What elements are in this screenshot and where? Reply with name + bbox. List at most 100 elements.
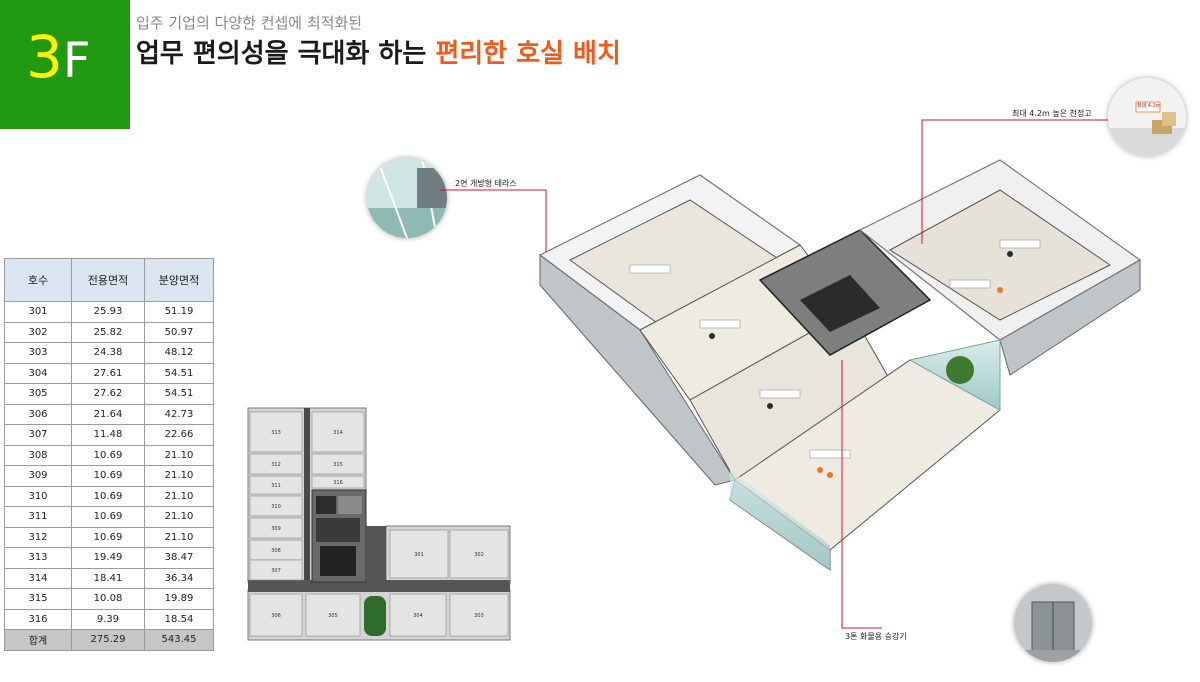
cell-total-label: 합계: [4, 629, 72, 651]
floor-plan-room: [389, 529, 449, 579]
cell-total-sale-area: 543.45: [144, 629, 214, 651]
cell-exclusive-area: 10.69: [71, 526, 145, 548]
cell-exclusive-area: 9.39: [71, 608, 145, 630]
cell-unit: 313: [4, 547, 72, 569]
cell-unit: 302: [4, 321, 72, 343]
floor-label: 3F: [26, 22, 91, 96]
ceiling-callout-label: 최대 4.2m 높은 천정고: [1012, 109, 1092, 118]
cell-sale-area: 38.47: [144, 547, 214, 569]
cell-unit: 305: [4, 383, 72, 405]
floor-plan-room-label: 311: [271, 483, 281, 489]
cell-unit: 315: [4, 588, 72, 610]
cell-unit: 312: [4, 526, 72, 548]
cell-exclusive-area: 24.38: [71, 342, 145, 364]
floor-plan-room-label: 307: [271, 568, 281, 574]
floor-plan-room-label: 316: [333, 480, 343, 486]
floor-plan-room: [311, 411, 365, 453]
cell-exclusive-area: 10.69: [71, 506, 145, 528]
cell-unit: 309: [4, 465, 72, 487]
cell-sale-area: 51.19: [144, 301, 214, 323]
cell-exclusive-area: 18.41: [71, 567, 145, 589]
floor-plan-room-label: 303: [474, 613, 484, 619]
terrace-photo: [367, 158, 447, 238]
terrace-callout-label: 2면 개방형 테라스: [455, 179, 517, 188]
cell-exclusive-area: 10.69: [71, 465, 145, 487]
floor-letter: F: [62, 33, 91, 89]
floor-plan-room: [449, 593, 509, 637]
cell-sale-area: 36.34: [144, 567, 214, 589]
cell-sale-area: 19.89: [144, 588, 214, 610]
cell-sale-area: 21.10: [144, 526, 214, 548]
floor-plan-room: [389, 593, 447, 637]
cell-unit: 307: [4, 424, 72, 446]
floor-plan-room-label: 308: [271, 548, 281, 554]
cell-unit: 310: [4, 485, 72, 507]
cell-sale-area: 21.10: [144, 465, 214, 487]
table-header-row: 호수 전용면적 분양면적: [4, 258, 214, 302]
cell-exclusive-area: 10.69: [71, 485, 145, 507]
cell-exclusive-area: 10.69: [71, 444, 145, 466]
cell-exclusive-area: 10.08: [71, 588, 145, 610]
page-subtitle: 입주 기업의 다양한 컨셉에 최적화된: [136, 14, 363, 32]
cell-unit: 303: [4, 342, 72, 364]
isometric-floor-render: [538, 159, 1142, 571]
cell-sale-area: 21.10: [144, 485, 214, 507]
floor-plan-room-label: 306: [271, 613, 281, 619]
floor-plan-room: [249, 453, 303, 475]
cell-sale-area: 54.51: [144, 383, 214, 405]
cell-exclusive-area: 25.82: [71, 321, 145, 343]
floor-plan-room: [305, 593, 361, 637]
floor-plan-room: [449, 529, 509, 579]
cell-exclusive-area: 27.62: [71, 383, 145, 405]
floor-plan-room: [311, 475, 365, 489]
floor-plan-room-label: 310: [271, 504, 281, 510]
page-title-accent: 편리한 호실 배치: [435, 39, 621, 69]
column-header-sale-area: 분양면적: [144, 258, 214, 302]
floor-plan-bottom-rooms: 306 305 304 303: [249, 593, 509, 637]
cell-exclusive-area: 25.93: [71, 301, 145, 323]
cell-sale-area: 22.66: [144, 424, 214, 446]
ceiling-photo: 최대 4.2m: [1108, 78, 1186, 156]
floor-number: 3: [26, 23, 63, 91]
cell-exclusive-area: 11.48: [71, 424, 145, 446]
floor-plan-room: [311, 453, 365, 475]
cell-total-exclusive-area: 275.29: [71, 629, 145, 651]
floor-plan-room: [249, 593, 303, 637]
floor-plan-room: [249, 517, 303, 539]
elevator-callout-line: [841, 360, 882, 629]
cell-unit: 308: [4, 444, 72, 466]
floor-plan-room-label: 305: [328, 613, 338, 619]
cell-unit: 314: [4, 567, 72, 589]
floor-plan-room: [249, 495, 303, 517]
floor-plan-room-label: 309: [271, 526, 281, 532]
floor-plan-room-label: 312: [271, 462, 281, 468]
cell-sale-area: 18.54: [144, 608, 214, 630]
cell-sale-area: 21.10: [144, 444, 214, 466]
floor-plan-room-label: 304: [413, 613, 423, 619]
cell-sale-area: 54.51: [144, 362, 214, 384]
cell-exclusive-area: 19.49: [71, 547, 145, 569]
cell-sale-area: 50.97: [144, 321, 214, 343]
floor-plan-room-label: 314: [333, 430, 343, 436]
terrace-callout-line: [440, 189, 547, 252]
ceiling-photo-tag: 최대 4.2m: [1137, 103, 1161, 109]
elevator-callout-label: 3톤 화물용 승강기: [845, 632, 907, 641]
page-title: 업무 편의성을 극대화 하는 편리한 호실 배치: [136, 33, 621, 70]
floor-plan-room-label: 302: [474, 552, 484, 558]
